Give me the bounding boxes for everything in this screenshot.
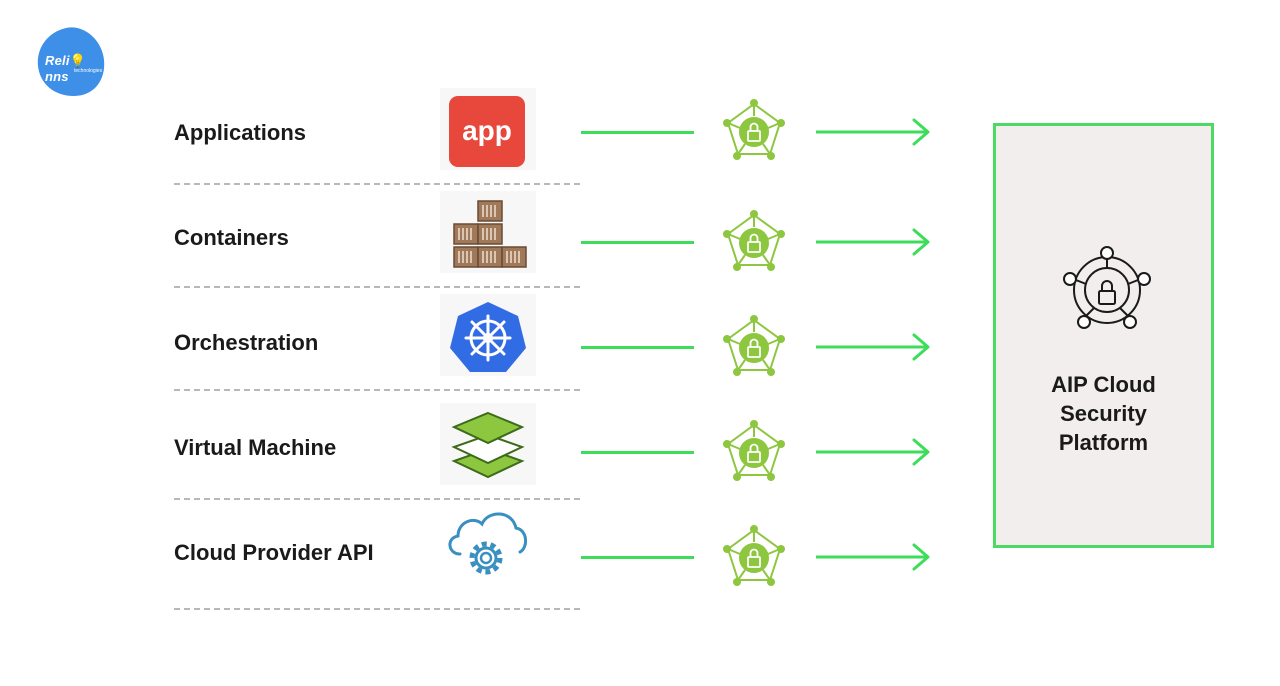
logo-subtext: technologies bbox=[74, 68, 103, 74]
lock-pentagon-icon bbox=[718, 207, 790, 279]
row-cloud-provider-api: Cloud Provider API bbox=[0, 500, 1000, 605]
lock-pentagon-icon bbox=[718, 417, 790, 489]
arrow-right-icon bbox=[814, 332, 934, 362]
svg-text:app: app bbox=[462, 115, 512, 146]
row-label: Orchestration bbox=[174, 330, 319, 355]
connector-line bbox=[581, 451, 694, 454]
row-label: Virtual Machine bbox=[174, 435, 337, 460]
lock-pentagon-icon bbox=[718, 522, 790, 594]
row-divider bbox=[174, 183, 580, 185]
logo-blob-icon bbox=[37, 27, 105, 96]
arrow-right-icon bbox=[814, 437, 934, 467]
kubernetes-helm-icon bbox=[440, 294, 536, 376]
row-virtual-machine: Virtual Machine bbox=[0, 395, 1000, 500]
row-orchestration: Orchestration bbox=[0, 290, 1000, 395]
row-label: Cloud Provider API bbox=[174, 540, 374, 565]
connector-line bbox=[581, 241, 694, 244]
arrow-right-icon bbox=[814, 117, 934, 147]
connector-line bbox=[581, 556, 694, 559]
arrow-right-icon bbox=[814, 227, 934, 257]
cloud-gear-icon bbox=[440, 502, 536, 584]
platform-title: AIP Cloud Security Platform bbox=[1051, 372, 1156, 455]
security-network-lock-icon bbox=[1058, 246, 1156, 338]
layers-icon bbox=[440, 403, 536, 485]
lock-pentagon-icon bbox=[718, 96, 790, 168]
security-platform-box: AIP Cloud Security Platform bbox=[993, 123, 1214, 548]
arrow-right-icon bbox=[814, 542, 934, 572]
containers-icon bbox=[440, 191, 536, 273]
row-divider bbox=[174, 389, 580, 391]
connector-line bbox=[581, 346, 694, 349]
row-label: Containers bbox=[174, 225, 289, 250]
brand-logo: Reli💡nns technologies bbox=[36, 26, 108, 98]
row-label: Applications bbox=[174, 120, 307, 145]
row-applications: Applications app bbox=[0, 80, 1000, 185]
lock-pentagon-icon bbox=[718, 312, 790, 384]
row-containers: Containers bbox=[0, 185, 1000, 290]
row-divider bbox=[174, 608, 580, 610]
row-divider bbox=[174, 286, 580, 288]
app-icon: app bbox=[440, 88, 536, 170]
logo-text: Reli💡nns bbox=[45, 53, 87, 84]
connector-line bbox=[581, 131, 694, 134]
row-divider bbox=[174, 498, 580, 500]
